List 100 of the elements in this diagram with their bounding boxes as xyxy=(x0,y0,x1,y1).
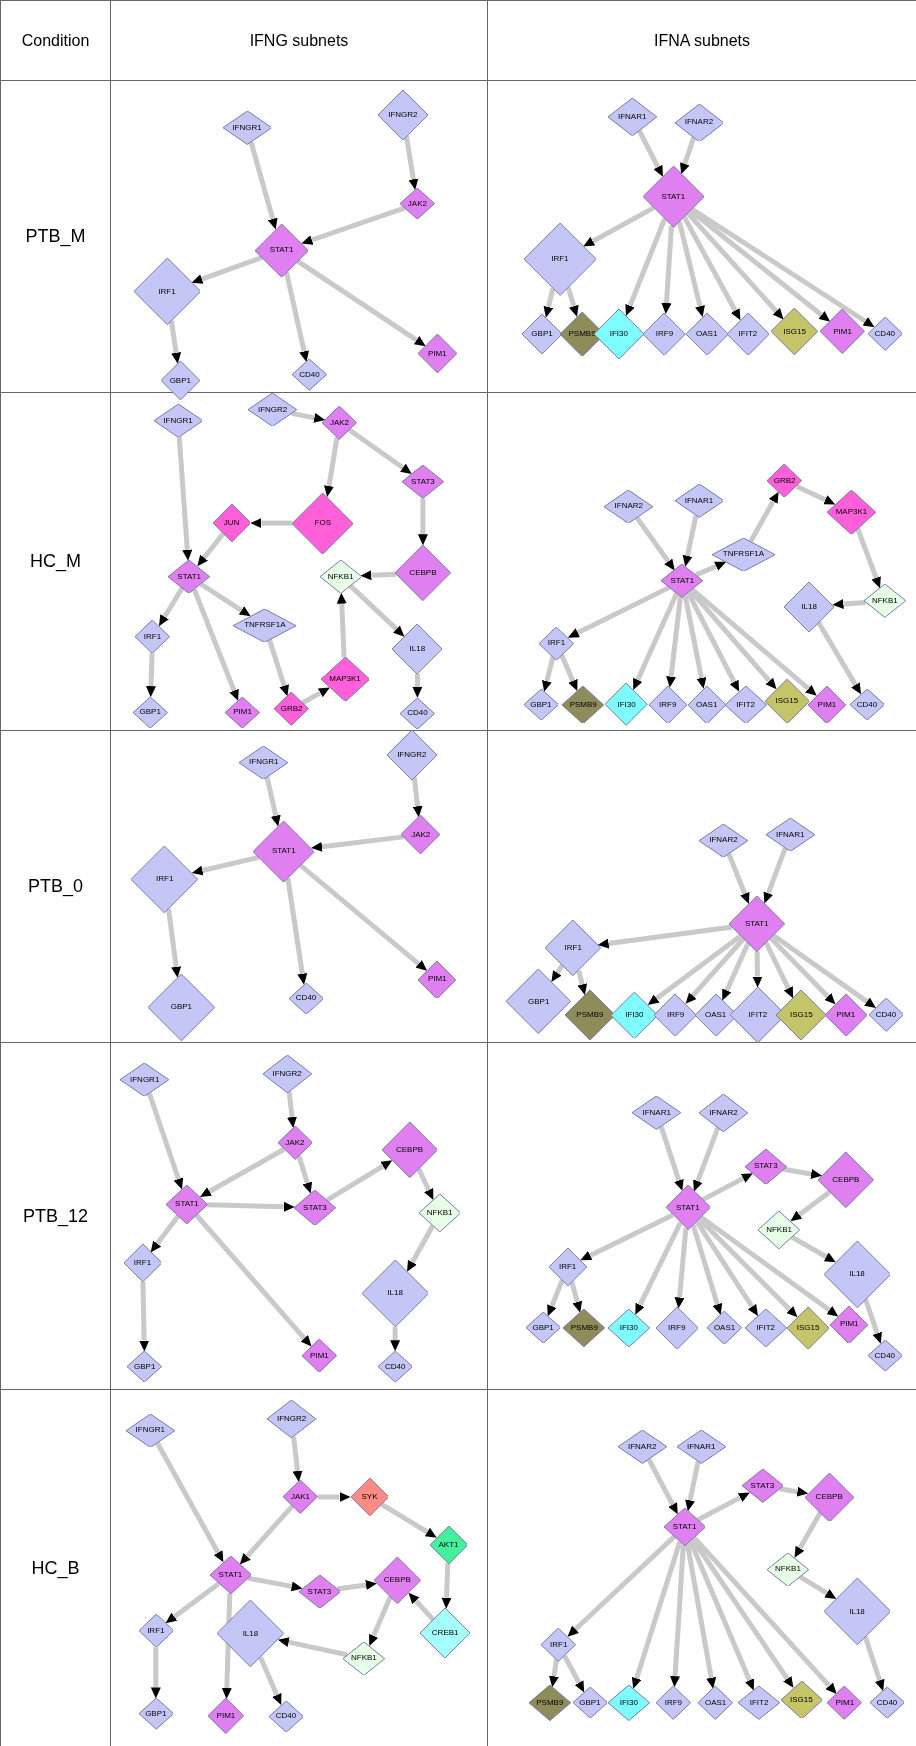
gene-label: OAS1 xyxy=(696,700,718,709)
arrow xyxy=(676,221,705,317)
arrow xyxy=(411,776,423,818)
gene-diamond xyxy=(738,1686,780,1720)
gene-label: GBP1 xyxy=(170,1003,193,1012)
gene-diamond xyxy=(699,1094,748,1132)
gene-diamond xyxy=(292,359,327,391)
arrow xyxy=(296,259,426,347)
gene-label: OAS1 xyxy=(713,1323,736,1332)
gene-diamond xyxy=(562,685,605,724)
gene-label: IRF1 xyxy=(158,287,176,296)
arrow xyxy=(336,1580,377,1592)
arrow xyxy=(139,1281,150,1352)
gene-label: GBP1 xyxy=(169,376,191,385)
gene-diamond xyxy=(771,308,819,356)
arrow xyxy=(862,1635,885,1691)
gene-label: CEBPB xyxy=(409,569,437,578)
arrow xyxy=(779,1486,809,1497)
arrow xyxy=(176,436,193,561)
arrow xyxy=(301,687,330,705)
gene-label: CD40 xyxy=(874,1351,896,1360)
arrow xyxy=(360,570,397,581)
gene-diamond xyxy=(239,745,289,780)
gene-label: ISG15 xyxy=(790,1011,813,1020)
gene-label: PIM1 xyxy=(428,975,447,984)
gene-diamond xyxy=(217,1600,284,1668)
gene-label: ISG15 xyxy=(790,1695,813,1704)
arrow xyxy=(832,599,866,610)
gene-diamond xyxy=(818,1151,874,1208)
arrow xyxy=(551,963,565,983)
arrow xyxy=(158,586,185,627)
gene-label: STAT3 xyxy=(753,1162,778,1171)
gene-diamond xyxy=(707,1311,742,1345)
arrow xyxy=(633,592,679,690)
gene-diamond xyxy=(820,309,865,354)
arrow xyxy=(154,1441,224,1563)
arrow xyxy=(763,847,788,904)
gene-label: CD40 xyxy=(876,1698,898,1707)
gene-diamond xyxy=(361,1259,429,1327)
arrow xyxy=(782,1166,823,1179)
arrow xyxy=(795,484,836,505)
gene-diamond xyxy=(608,1308,650,1347)
gene-label: GRB2 xyxy=(773,476,796,485)
arrow xyxy=(285,877,308,985)
arrow xyxy=(250,518,293,529)
gene-label: IFNAR2 xyxy=(614,502,644,511)
arrow xyxy=(690,1223,723,1315)
gene-label: STAT3 xyxy=(303,1203,327,1212)
arrow xyxy=(674,1227,689,1309)
gene-diamond xyxy=(824,993,867,1037)
gene-diamond xyxy=(674,103,724,142)
gene-label: IFNAR1 xyxy=(776,830,805,839)
gene-diamond xyxy=(687,685,726,724)
gene-label: STAT1 xyxy=(744,919,769,928)
arrow xyxy=(277,1637,349,1658)
arrow xyxy=(569,1280,583,1313)
arrow xyxy=(685,1461,701,1512)
gene-label: PIM1 xyxy=(836,1011,856,1020)
gene-label: PSMB9 xyxy=(570,1323,598,1332)
gene-diamond xyxy=(377,1351,413,1383)
gene-label: IL18 xyxy=(387,1289,403,1298)
arrow xyxy=(699,1214,839,1317)
arrow xyxy=(542,656,556,692)
gene-label: JAK1 xyxy=(290,1492,311,1501)
gene-label: IRF9 xyxy=(668,1323,686,1332)
gene-diamond xyxy=(166,1184,208,1224)
arrow xyxy=(562,1654,585,1693)
gene-diamond xyxy=(402,465,444,499)
gene-diamond xyxy=(277,1126,313,1160)
gene-label: GBP1 xyxy=(530,700,552,709)
arrow xyxy=(390,1326,401,1352)
arrow xyxy=(146,1092,184,1190)
gene-label: STAT1 xyxy=(672,1523,697,1531)
gene-label: STAT1 xyxy=(269,246,294,255)
arrow xyxy=(635,1221,683,1315)
arrow xyxy=(348,583,405,637)
gene-label: IFNGR1 xyxy=(163,416,193,425)
gene-label: CD40 xyxy=(275,1712,297,1721)
gene-diamond xyxy=(248,392,298,427)
gene-diamond xyxy=(123,1244,162,1283)
arrow xyxy=(680,136,697,175)
gene-label: IFIT2 xyxy=(738,329,758,338)
gene-label: STAT3 xyxy=(411,477,435,486)
arrow xyxy=(298,863,428,971)
gene-diamond xyxy=(125,1413,175,1447)
gene-diamond xyxy=(138,1613,174,1648)
gene-label: IFI30 xyxy=(619,1698,638,1707)
gene-diamond xyxy=(711,537,776,571)
condition-label: PTB_0 xyxy=(28,875,83,899)
gene-label: PIM1 xyxy=(839,1320,859,1329)
gene-diamond xyxy=(343,1641,385,1676)
gene-label: IFNAR2 xyxy=(709,1109,738,1117)
gene-diamond xyxy=(132,696,168,728)
gene-label: ISG15 xyxy=(775,697,799,706)
gene-label: STAT1 xyxy=(177,572,202,581)
gene-diamond xyxy=(377,89,428,140)
arrow xyxy=(661,225,674,315)
gene-label: STAT1 xyxy=(661,193,686,201)
arrow xyxy=(150,1214,181,1253)
arrow xyxy=(324,436,340,497)
